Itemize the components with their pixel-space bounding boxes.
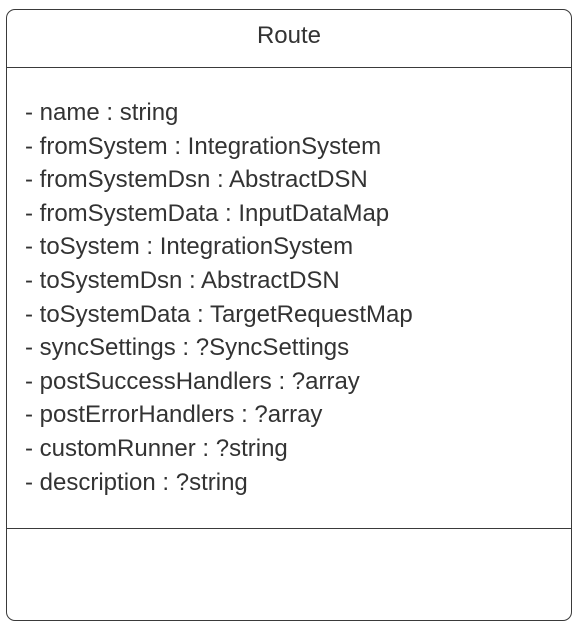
class-name: Route [256,22,322,49]
attribute-from-system: - fromSystem : IntegrationSystem [25,132,382,160]
attribute-post-error-handlers: - postErrorHandlers : ?array [25,401,323,429]
methods-compartment [7,529,571,620]
attribute-to-system: - toSystem : IntegrationSystem [25,233,354,261]
attribute-name: - name : string [25,99,179,126]
attribute-to-system-data: - toSystemData : TargetRequestMap [25,300,413,328]
uml-class-box[interactable]: Route - name : string - fromSystem : Int… [6,9,572,621]
attribute-sync-settings: - syncSettings : ?SyncSettings [25,334,350,362]
attribute-to-system-dsn: - toSystemDsn : AbstractDSN [25,266,340,294]
attributes-compartment: - name : string - fromSystem : Integrati… [7,68,571,529]
attribute-custom-runner: - customRunner : ?string [25,434,288,462]
attribute-description: - description : ?string [25,468,248,496]
class-name-compartment: Route [7,10,571,68]
attribute-from-system-dsn: - fromSystemDsn : AbstractDSN [25,166,368,194]
attribute-post-success-handlers: - postSuccessHandlers : ?array [25,367,360,395]
attribute-from-system-data: - fromSystemData : InputDataMap [25,199,390,227]
